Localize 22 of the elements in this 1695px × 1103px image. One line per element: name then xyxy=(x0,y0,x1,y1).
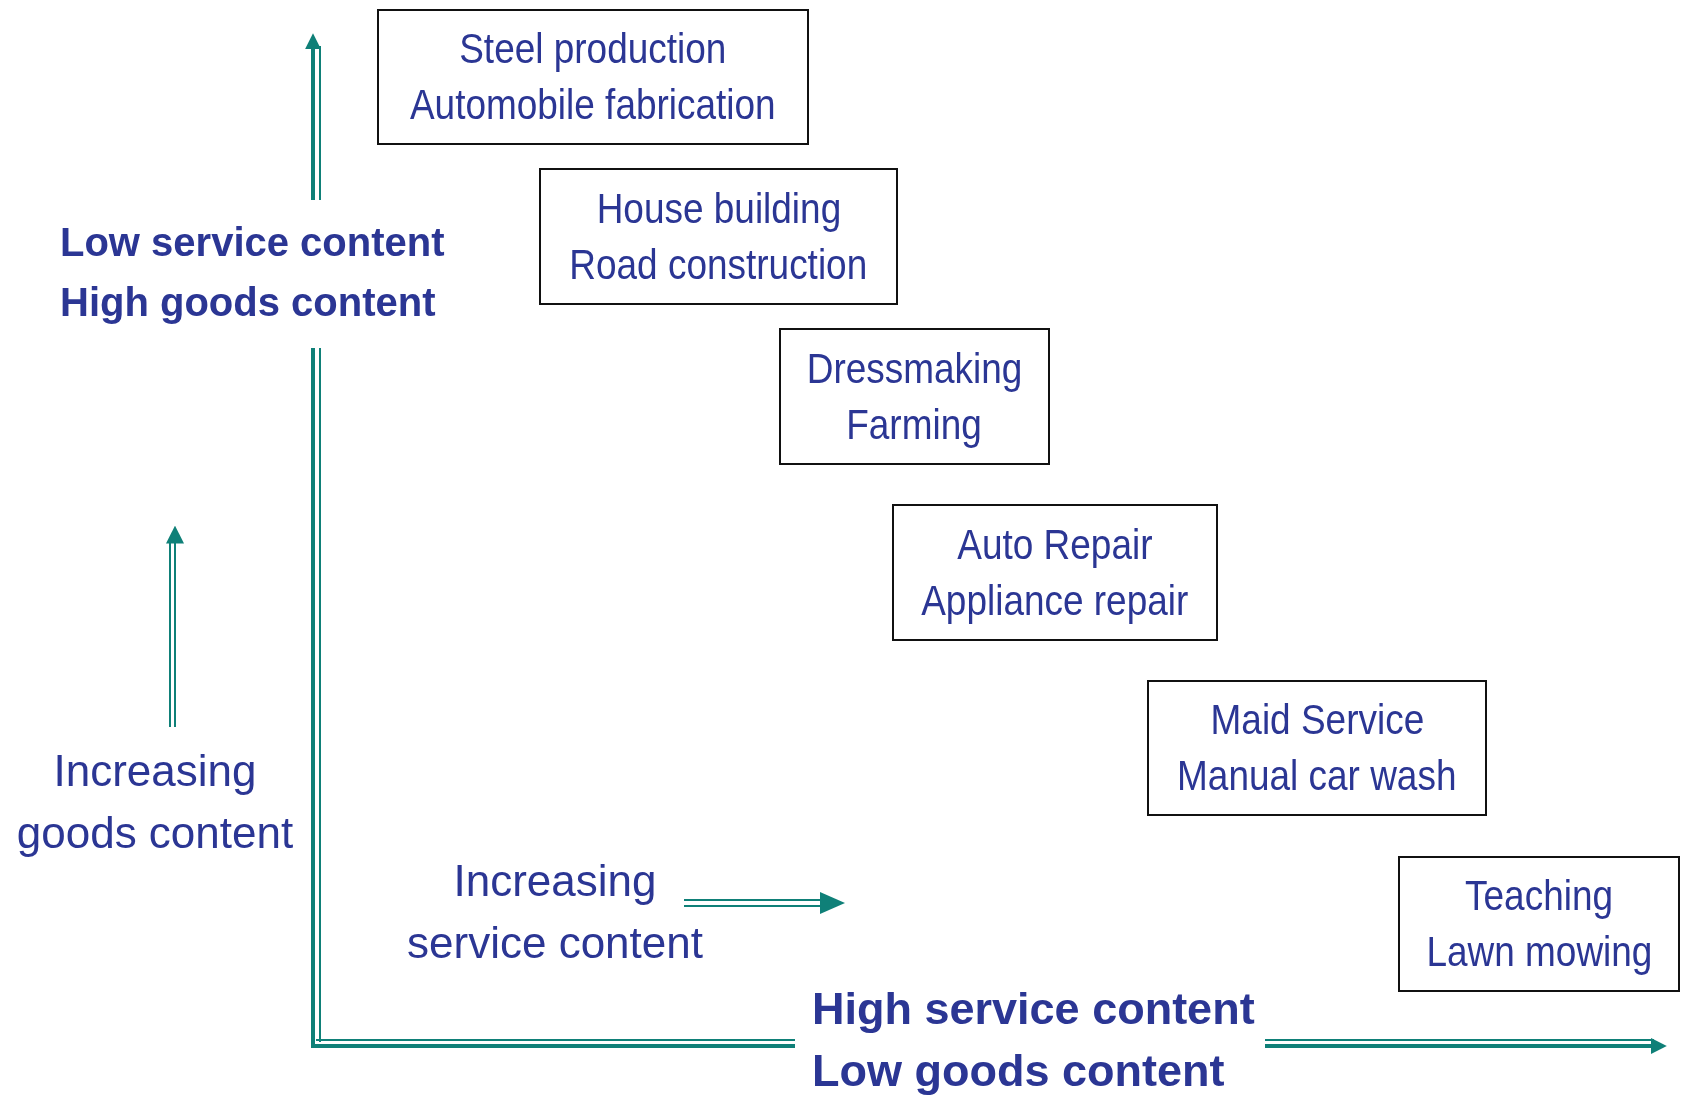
category-box xyxy=(779,328,1050,465)
category-box xyxy=(892,504,1218,641)
category-box xyxy=(1398,856,1680,992)
example-text: Lawn mowing xyxy=(1426,927,1652,977)
direction-label: Increasing service content xyxy=(406,855,704,969)
category-box xyxy=(1147,680,1487,816)
example-text: Automobile fabrication xyxy=(410,80,776,130)
axis-label: High service content Low goods content xyxy=(812,982,1256,1098)
example-text: Road construction xyxy=(569,239,868,290)
example-text: Dressmaking xyxy=(806,343,1023,394)
example-text: Auto Repair xyxy=(957,519,1153,570)
example-text: House building xyxy=(596,183,841,234)
example-text: Farming xyxy=(846,399,983,450)
example-text: Teaching xyxy=(1465,871,1613,921)
example-text: Maid Service xyxy=(1210,695,1424,745)
example-text: Manual car wash xyxy=(1177,751,1457,801)
direction-label: Increasing goods content xyxy=(15,745,295,859)
axis-label: Low service content High goods content xyxy=(60,219,446,326)
category-box xyxy=(539,168,898,305)
category-box xyxy=(377,9,809,145)
example-text: Steel production xyxy=(459,24,727,74)
example-text: Appliance repair xyxy=(921,575,1189,626)
